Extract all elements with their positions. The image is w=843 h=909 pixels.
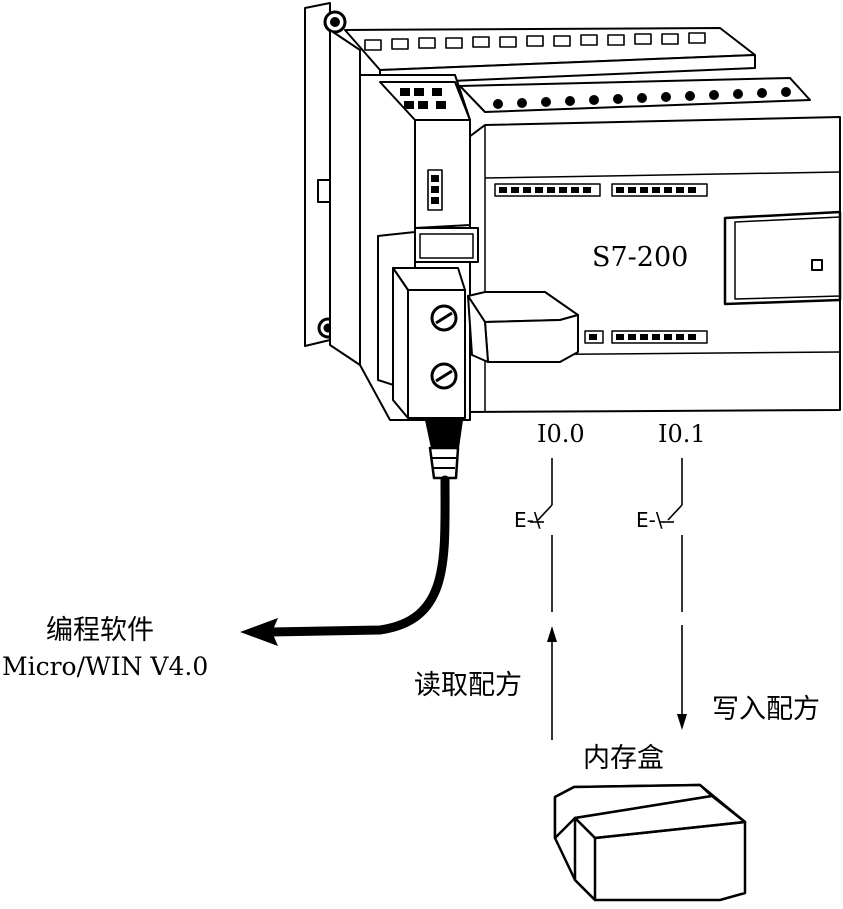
read-arrow <box>547 626 557 740</box>
write-recipe-label: 写入配方 <box>712 694 820 725</box>
input-address-label: I0.1 <box>658 420 706 448</box>
mode-switch <box>427 169 443 211</box>
second-terminal-row <box>493 87 791 109</box>
output-led-row <box>584 330 708 344</box>
cable-arrowhead <box>240 618 278 646</box>
status-leds-top <box>400 88 446 109</box>
plc-unit <box>304 2 842 421</box>
din-rail-bracket <box>304 2 331 347</box>
switch-symbol-label: E-\ <box>514 508 541 532</box>
plc-model-label: S7-200 <box>592 242 689 273</box>
input-wiring <box>530 458 683 612</box>
switch-symbol-label: E-\ <box>636 508 663 532</box>
top-terminal-screws <box>364 32 706 51</box>
programming-cable <box>240 475 450 646</box>
write-arrow <box>677 625 687 730</box>
software-label: 编程软件 <box>46 615 154 646</box>
input-address-label: I0.0 <box>537 420 585 448</box>
read-recipe-label: 读取配方 <box>414 670 522 701</box>
expansion-cover <box>723 210 842 306</box>
input-led-row <box>494 183 708 197</box>
plc-left-side <box>329 29 361 366</box>
cable-connector <box>392 267 466 480</box>
inserted-cartridge <box>467 291 579 363</box>
software-name-label: Micro/WIN V4.0 <box>2 652 209 681</box>
memory-cartridge-label: 内存盒 <box>583 743 664 774</box>
memory-cartridge <box>553 783 747 902</box>
